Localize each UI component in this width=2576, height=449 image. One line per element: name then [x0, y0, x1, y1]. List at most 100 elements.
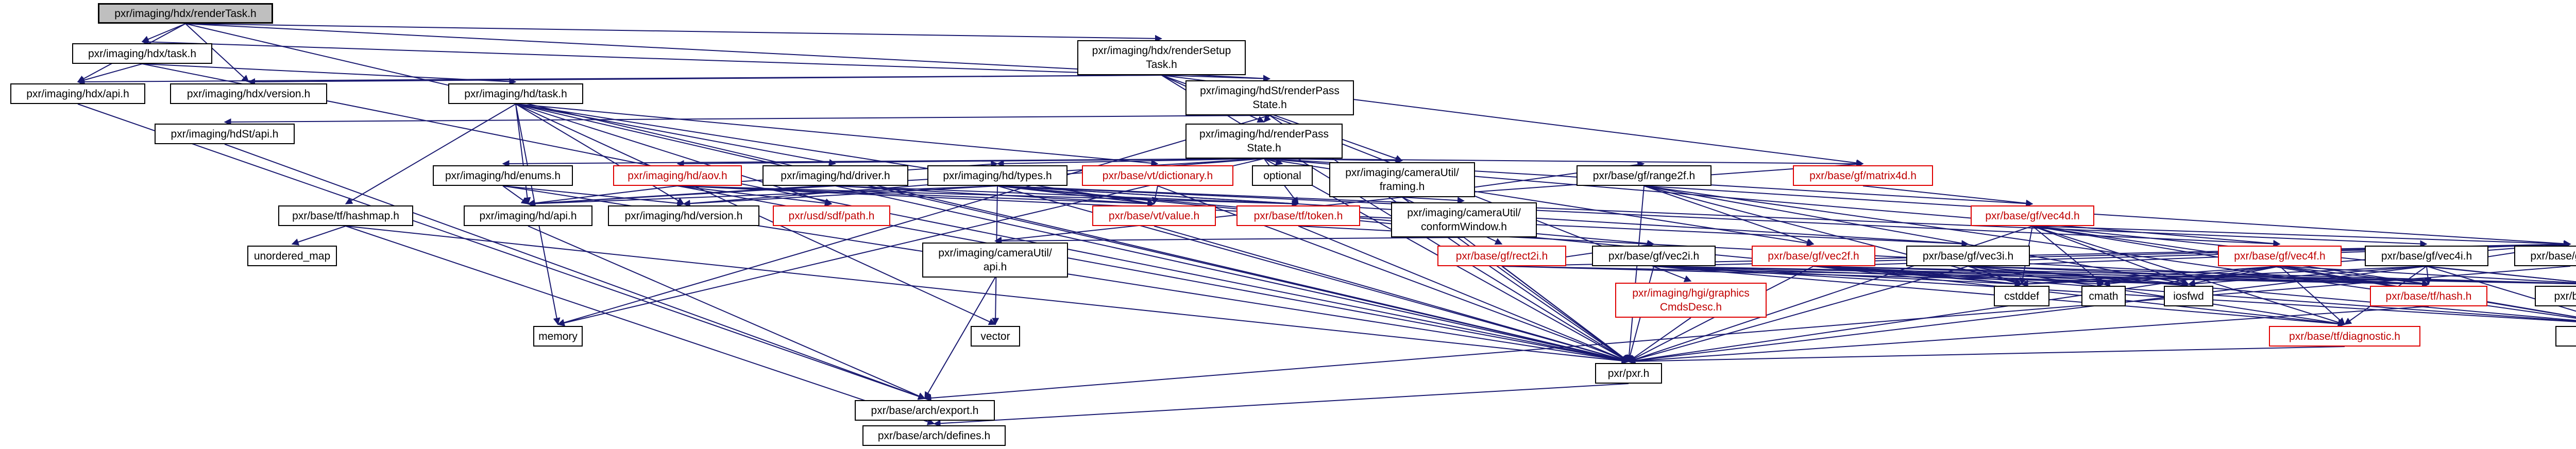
include-edge: [1813, 266, 2023, 287]
include-edge: [2032, 226, 2576, 318]
graph-node[interactable]: pxr/imaging/hd/enums.h: [433, 165, 573, 186]
include-edge: [515, 103, 531, 205]
include-edge: [1151, 185, 1159, 205]
graph-node[interactable]: iosfwd: [2164, 286, 2213, 306]
include-edge: [1653, 266, 2430, 288]
graph-node[interactable]: pxr/imaging/cameraUtil/ framing.h: [1329, 162, 1475, 197]
graph-node[interactable]: unordered_map: [247, 246, 337, 266]
include-edge: [2032, 226, 2190, 286]
include-edge: [1813, 266, 2430, 288]
include-edge: [1402, 197, 1465, 204]
include-edge: [515, 103, 833, 205]
include-edge: [994, 237, 1464, 245]
graph-node[interactable]: pxr/imaging/hd/types.h: [927, 165, 1067, 186]
graph-node[interactable]: pxr/base/tf/diagnostic.h: [2269, 326, 2420, 347]
include-edge: [2032, 226, 2105, 285]
graph-node[interactable]: pxr/base/gf/api.h: [2514, 246, 2576, 266]
include-edge: [1968, 266, 2023, 286]
graph-node[interactable]: pxr/imaging/hdx/api.h: [10, 83, 145, 104]
include-edge: [515, 103, 1159, 167]
include-edge: [1653, 266, 2023, 288]
include-edge: [1862, 185, 2033, 207]
graph-node[interactable]: vector: [971, 326, 1020, 347]
include-edge: [502, 185, 685, 207]
include-edge: [1653, 266, 2190, 288]
include-edge: [1968, 266, 2576, 284]
include-edge: [141, 23, 186, 43]
graph-node[interactable]: pxr/imaging/hd/api.h: [464, 205, 592, 226]
graph-node[interactable]: pxr/base/tf/token.h: [1236, 205, 1360, 226]
graph-node[interactable]: pxr/imaging/cameraUtil/ conformWindow.h: [1391, 202, 1537, 237]
include-edge: [248, 75, 1162, 85]
include-edge: [77, 103, 926, 400]
graph-node[interactable]: pxr/base/vt/value.h: [1092, 205, 1216, 226]
include-edge: [2021, 266, 2280, 288]
include-edge: [1643, 185, 2571, 248]
graph-node[interactable]: pxr/base/gf/rect2i.h: [1437, 246, 1566, 266]
graph-node[interactable]: pxr/base/vt/dictionary.h: [1082, 165, 1233, 186]
graph-node[interactable]: pxr/imaging/hdx/task.h: [72, 43, 212, 64]
include-edge: [1643, 185, 2023, 286]
graph-node[interactable]: pxr/imaging/hdSt/renderPass State.h: [1185, 80, 1354, 115]
include-edge: [515, 103, 685, 204]
include-edge: [1501, 266, 2190, 288]
include-edge: [677, 185, 833, 207]
include-edge: [515, 103, 1155, 206]
graph-node[interactable]: pxr/imaging/hdx/renderSetup Task.h: [1077, 40, 1246, 75]
include-edge: [2279, 266, 2576, 284]
include-edge: [528, 226, 926, 400]
include-edge: [2279, 266, 2346, 325]
graph-node[interactable]: pxr/imaging/hd/aov.h: [613, 165, 742, 186]
include-edge: [2279, 266, 2430, 287]
include-edge: [502, 158, 1264, 167]
graph-node[interactable]: pxr/imaging/cameraUtil/ api.h: [922, 243, 1068, 278]
graph-node[interactable]: pxr/base/gf/range2f.h: [1577, 165, 1711, 186]
include-edge: [835, 185, 1299, 208]
include-edge: [1625, 185, 1645, 362]
graph-node[interactable]: memory: [533, 326, 583, 347]
graph-node[interactable]: pxr/base/gf/traits.h: [2555, 326, 2576, 347]
graph-node[interactable]: pxr/imaging/hd/renderPass State.h: [1185, 124, 1343, 159]
include-edge: [1501, 266, 2430, 288]
graph-node[interactable]: pxr/base/gf/vec2f.h: [1752, 246, 1875, 266]
graph-node[interactable]: pxr/base/gf/limits.h: [2535, 286, 2576, 306]
include-edge: [1968, 266, 2190, 287]
graph-node[interactable]: cmath: [2081, 286, 2126, 306]
include-edge: [185, 23, 1162, 42]
include-edge: [224, 115, 1270, 126]
graph-node[interactable]: pxr/base/arch/defines.h: [862, 425, 1006, 446]
include-edge: [502, 185, 529, 204]
include-edge: [1968, 266, 2430, 288]
graph-node[interactable]: cstddef: [1994, 286, 2049, 306]
include-edge: [1264, 157, 1403, 164]
graph-node[interactable]: pxr/base/gf/vec2i.h: [1592, 246, 1716, 266]
graph-node[interactable]: pxr/base/arch/export.h: [855, 400, 995, 421]
include-edge: [291, 226, 346, 246]
graph-node[interactable]: pxr/base/tf/hashmap.h: [278, 205, 413, 226]
include-edge: [1643, 185, 1815, 246]
include-edge: [2021, 266, 2427, 288]
include-edge: [345, 226, 935, 425]
include-edge: [1813, 266, 2346, 327]
graph-node[interactable]: pxr/imaging/hd/task.h: [448, 83, 583, 104]
graph-node[interactable]: pxr/pxr.h: [1595, 363, 1662, 384]
graph-node[interactable]: pxr/base/tf/hash.h: [2370, 286, 2487, 306]
graph-node[interactable]: pxr/base/gf/matrix4d.h: [1793, 165, 1933, 186]
include-edge: [1264, 158, 1283, 166]
graph-node[interactable]: pxr/imaging/hdx/version.h: [170, 83, 327, 104]
include-edge: [2032, 226, 2571, 248]
graph-node[interactable]: optional: [1252, 165, 1313, 186]
graph-node[interactable]: pxr/imaging/hgi/graphics CmdsDesc.h: [1615, 283, 1767, 318]
graph-node[interactable]: pxr/base/gf/vec3i.h: [1906, 246, 2030, 266]
graph-node[interactable]: pxr/imaging/hd/driver.h: [762, 165, 908, 186]
graph-node[interactable]: pxr/imaging/hdSt/api.h: [155, 124, 295, 144]
graph-node[interactable]: pxr/imaging/hd/version.h: [608, 205, 759, 226]
graph-node[interactable]: pxr/base/gf/vec4f.h: [2218, 246, 2342, 266]
graph-node[interactable]: pxr/base/gf/vec4i.h: [2365, 246, 2488, 266]
include-edge: [2032, 226, 2346, 326]
include-edge: [1813, 266, 2576, 284]
graph-node[interactable]: pxr/usd/sdf/path.h: [773, 205, 890, 226]
include-edge: [2426, 266, 2576, 283]
include-edge: [997, 185, 1299, 208]
graph-node[interactable]: pxr/base/gf/vec4d.h: [1971, 205, 2094, 226]
